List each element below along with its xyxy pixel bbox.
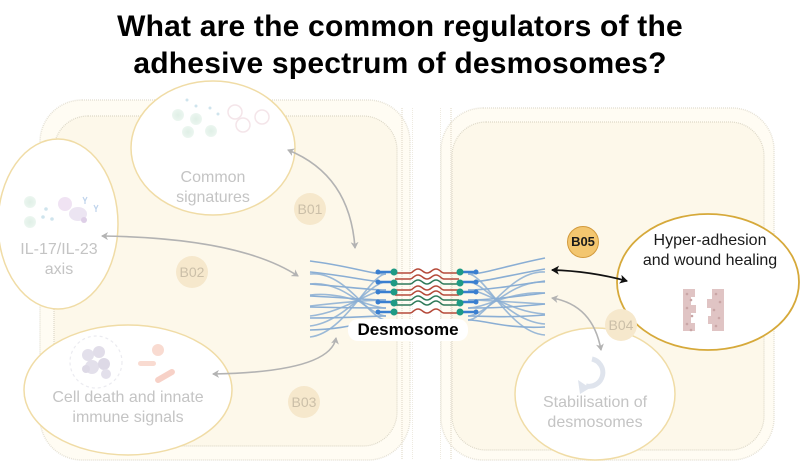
- arrow-cell-death: [212, 337, 339, 378]
- badge-b05[interactable]: B05: [567, 226, 599, 258]
- arrow-il17-axis: [101, 232, 299, 277]
- cell-death-icon: [69, 335, 175, 389]
- plaque-protein: [375, 309, 381, 315]
- plaque-protein: [390, 279, 398, 287]
- cadherin-strand: [395, 308, 459, 314]
- badge-b03[interactable]: B03: [288, 386, 320, 418]
- cadherin-strand: [395, 274, 459, 280]
- keratin-filament: [309, 283, 387, 317]
- plaque-protein: [390, 288, 398, 296]
- plaque-protein: [375, 289, 381, 295]
- title-line-1: What are the common regulators of the: [117, 10, 683, 43]
- label-hyper-adhesion: Hyper-adhesion and wound healing: [620, 231, 800, 271]
- label-stabilisation: Stabilisation of desmosomes: [510, 393, 680, 433]
- plaque-protein: [456, 288, 464, 296]
- plaque-protein: [375, 279, 381, 285]
- badge-b01[interactable]: B01: [294, 193, 326, 225]
- cadherin-strand: [395, 290, 459, 296]
- plaque-protein: [473, 289, 479, 295]
- plaque-protein: [375, 269, 381, 275]
- cadherin-strand: [395, 279, 459, 285]
- plaque-protein: [390, 268, 398, 276]
- desmosome-label: Desmosome: [348, 319, 468, 341]
- common-signatures-icon: [172, 98, 270, 138]
- label-line: axis: [44, 261, 74, 278]
- keratin-filament: [467, 319, 546, 329]
- keratin-filament: [309, 293, 387, 309]
- keratin-filament: [309, 273, 387, 321]
- badge-b02[interactable]: B02: [176, 256, 208, 288]
- plaque-protein: [456, 279, 464, 287]
- cadherin-strand: [395, 300, 459, 306]
- label-line: signatures: [176, 189, 250, 206]
- arrow-stabilisation: [551, 295, 604, 351]
- keratin-filament: [467, 257, 546, 275]
- il17-axis-icon: [24, 196, 99, 228]
- label-line: and wound healing: [642, 252, 778, 269]
- plaque-protein: [473, 309, 479, 315]
- plaque-protein: [456, 268, 464, 276]
- keratin-filament: [467, 281, 546, 317]
- keratin-filament: [309, 315, 387, 319]
- keratin-filament: [467, 314, 546, 318]
- keratin-filament: [309, 273, 387, 338]
- label-line: Common: [180, 169, 246, 186]
- label-il17-il23-axis: IL-17/IL-23 axis: [0, 240, 120, 280]
- plaque-protein: [473, 299, 479, 305]
- plaque-protein: [456, 308, 464, 316]
- plaque-protein: [375, 299, 381, 305]
- cadherin-strand: [395, 268, 459, 274]
- plaque-protein: [473, 279, 479, 285]
- label-line: desmosomes: [547, 414, 643, 431]
- bubble-cell-death[interactable]: [23, 324, 233, 456]
- cadherin-strand: [395, 285, 459, 291]
- keratin-filament: [467, 292, 546, 309]
- label-line: IL-17/IL-23: [20, 241, 98, 258]
- plaque-protein: [456, 299, 464, 307]
- plaque-protein: [390, 308, 398, 316]
- plaque-protein: [473, 269, 479, 275]
- bubble-il17-il23-axis[interactable]: [0, 138, 119, 310]
- label-line: Hyper-adhesion: [653, 232, 767, 249]
- keratin-filament: [309, 260, 387, 275]
- label-common-signatures: Common signatures: [143, 168, 283, 208]
- label-line: Cell death and innate: [52, 389, 204, 406]
- keratin-filament: [467, 273, 546, 336]
- arrow-hyper-adhesion: [551, 265, 628, 284]
- wound-healing-icon: [683, 289, 724, 332]
- label-line: Stabilisation of: [542, 394, 648, 411]
- badge-b04[interactable]: B04: [605, 309, 637, 341]
- label-cell-death: Cell death and innate immune signals: [28, 388, 228, 428]
- stabilisation-circular-arrow-icon: [578, 356, 606, 394]
- diagram-title: What are the common regulators of the ad…: [0, 8, 800, 82]
- cadherin-strand: [395, 295, 459, 301]
- title-line-2: adhesive spectrum of desmosomes?: [133, 47, 667, 80]
- keratin-filament: [467, 271, 546, 321]
- bubble-common-signatures[interactable]: [130, 80, 296, 216]
- arrow-common-signatures: [287, 148, 359, 249]
- label-line: immune signals: [72, 409, 184, 426]
- plaque-protein: [390, 299, 398, 307]
